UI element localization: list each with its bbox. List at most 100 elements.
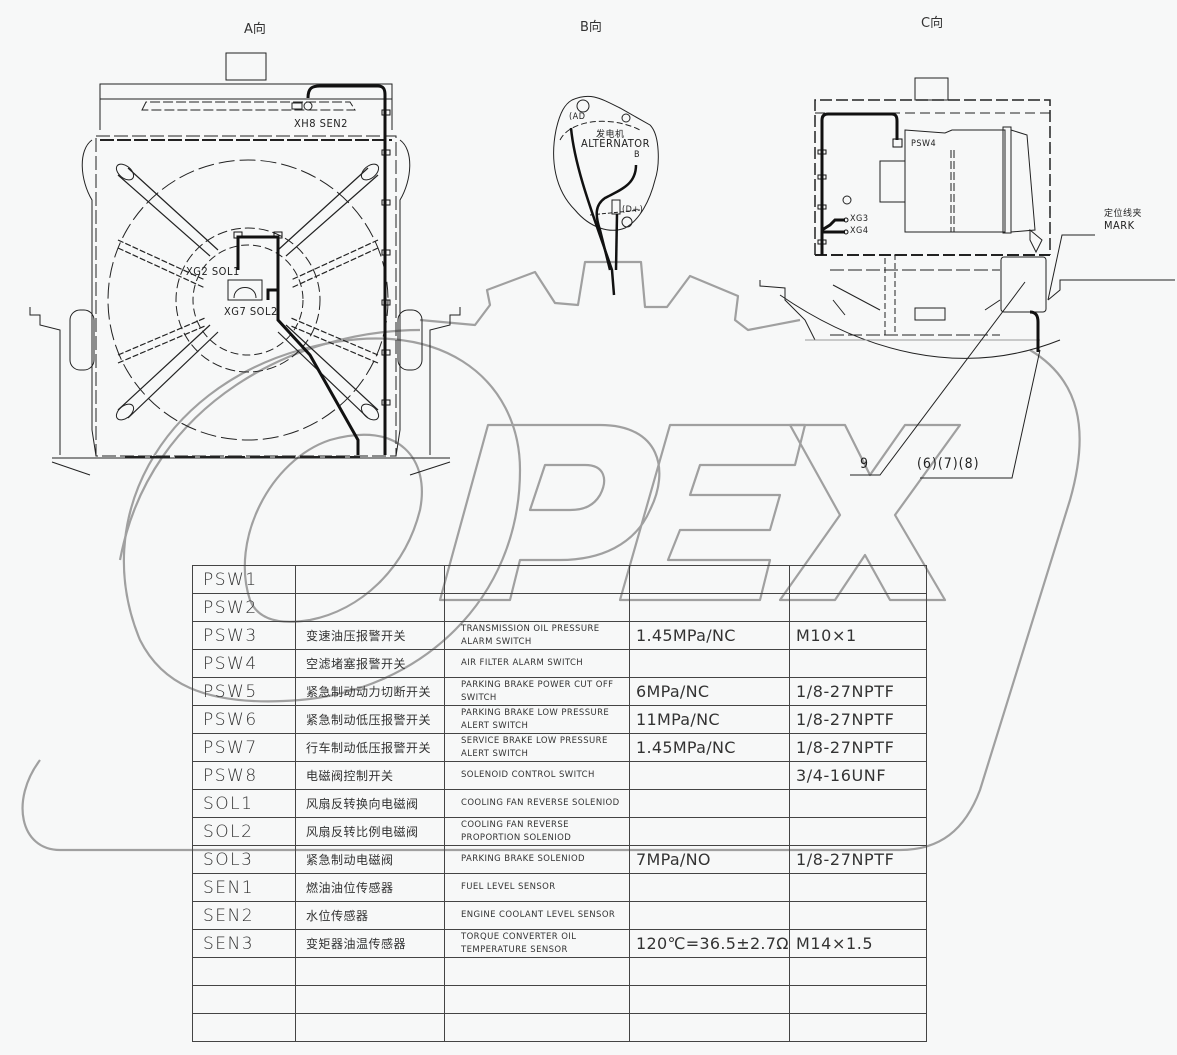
component-name-en: PARKING BRAKE LOW PRESSURE ALERT SWITCH xyxy=(444,705,630,734)
component-name-en: ENGINE COOLANT LEVEL SENSOR xyxy=(444,901,630,930)
table-row: PSW7 行车制动低压报警开关 SERVICE BRAKE LOW PRESSU… xyxy=(192,733,927,762)
label-xg3: XG3 xyxy=(850,214,869,224)
component-name-en: TORQUE CONVERTER OIL TEMPERATURE SENSOR xyxy=(444,929,630,958)
component-thread xyxy=(789,817,927,846)
component-name-cn: 紧急制动动力切断开关 xyxy=(295,677,445,706)
component-setting xyxy=(629,649,790,678)
component-thread: 1/8-27NPTF xyxy=(789,845,927,874)
component-thread: M14×1.5 xyxy=(789,929,927,958)
component-setting: 6MPa/NC xyxy=(629,677,790,706)
table-row: SOL2 风扇反转比例电磁阀 COOLING FAN REVERSE PROPO… xyxy=(192,817,927,846)
component-spec-table: PSW1 PSW2 PSW3 变速油压报警开关 TRANSMISSION OIL… xyxy=(192,565,927,1042)
component-code: SOL3 xyxy=(192,845,296,874)
component-name-en xyxy=(444,985,630,1014)
component-name-cn xyxy=(295,985,445,1014)
table-row: PSW3 变速油压报警开关 TRANSMISSION OIL PRESSURE … xyxy=(192,621,927,650)
component-code: PSW5 xyxy=(192,677,296,706)
component-setting xyxy=(629,985,790,1014)
table-row: PSW8 电磁阀控制开关 SOLENOID CONTROL SWITCH 3/4… xyxy=(192,761,927,790)
component-code: PSW4 xyxy=(192,649,296,678)
component-code: PSW3 xyxy=(192,621,296,650)
component-setting: 1.45MPa/NC xyxy=(629,621,790,650)
view-a-title: A向 xyxy=(244,22,266,37)
component-name-en: COOLING FAN REVERSE PROPORTION SOLENIOD xyxy=(444,817,630,846)
component-setting xyxy=(629,1013,790,1042)
component-name-cn: 风扇反转比例电磁阀 xyxy=(295,817,445,846)
component-thread: 3/4-16UNF xyxy=(789,761,927,790)
component-code: SOL2 xyxy=(192,817,296,846)
table-row: PSW4 空滤堵塞报警开关 AIR FILTER ALARM SWITCH xyxy=(192,649,927,678)
component-thread: 1/8-27NPTF xyxy=(789,705,927,734)
table-row: PSW1 xyxy=(192,565,927,594)
table-row: SOL3 紧急制动电磁阀 PARKING BRAKE SOLENIOD 7MPa… xyxy=(192,845,927,874)
label-ad-terminal: (AD xyxy=(569,112,586,122)
table-row: SEN1 燃油油位传感器 FUEL LEVEL SENSOR xyxy=(192,873,927,902)
component-setting xyxy=(629,901,790,930)
label-xg4: XG4 xyxy=(850,226,869,236)
component-thread xyxy=(789,873,927,902)
component-code: PSW8 xyxy=(192,761,296,790)
table-row xyxy=(192,1013,927,1042)
component-name-en xyxy=(444,957,630,986)
component-name-cn xyxy=(295,565,445,594)
component-thread xyxy=(789,957,927,986)
component-name-cn: 电磁阀控制开关 xyxy=(295,761,445,790)
component-thread xyxy=(789,565,927,594)
component-thread: M10×1 xyxy=(789,621,927,650)
component-setting xyxy=(629,593,790,622)
component-name-en xyxy=(444,593,630,622)
component-thread xyxy=(789,985,927,1014)
component-setting xyxy=(629,817,790,846)
component-name-cn xyxy=(295,1013,445,1042)
component-setting xyxy=(629,873,790,902)
label-mark-cn: 定位线夹 xyxy=(1104,209,1143,219)
table-row: SEN3 变矩器油温传感器 TORQUE CONVERTER OIL TEMPE… xyxy=(192,929,927,958)
component-name-cn xyxy=(295,957,445,986)
label-psw4: PSW4 xyxy=(911,139,937,149)
component-name-en xyxy=(444,1013,630,1042)
label-d-terminal: (D+) xyxy=(622,205,644,215)
component-setting xyxy=(629,565,790,594)
component-setting xyxy=(629,789,790,818)
component-name-cn: 变矩器油温传感器 xyxy=(295,929,445,958)
table-row: SOL1 风扇反转换向电磁阀 COOLING FAN REVERSE SOLEN… xyxy=(192,789,927,818)
label-xg2-sol1: XG2 SOL1 xyxy=(186,265,240,278)
component-thread: 1/8-27NPTF xyxy=(789,677,927,706)
component-name-cn: 风扇反转换向电磁阀 xyxy=(295,789,445,818)
component-name-en: COOLING FAN REVERSE SOLENIOD xyxy=(444,789,630,818)
label-b-terminal: B xyxy=(634,150,641,160)
component-setting: 120℃=36.5±2.7Ω xyxy=(629,929,790,958)
item-numbers-6-7-8: (6)(7)(8) xyxy=(917,456,980,472)
component-name-en: PARKING BRAKE SOLENIOD xyxy=(444,845,630,874)
table-row xyxy=(192,957,927,986)
table-row: PSW5 紧急制动动力切断开关 PARKING BRAKE POWER CUT … xyxy=(192,677,927,706)
component-name-en: SERVICE BRAKE LOW PRESSURE ALERT SWITCH xyxy=(444,733,630,762)
table-row: SEN2 水位传感器 ENGINE COOLANT LEVEL SENSOR xyxy=(192,901,927,930)
component-code xyxy=(192,1013,296,1042)
component-setting xyxy=(629,761,790,790)
component-setting: 7MPa/NO xyxy=(629,845,790,874)
component-code: SEN3 xyxy=(192,929,296,958)
component-code: PSW6 xyxy=(192,705,296,734)
component-thread xyxy=(789,1013,927,1042)
label-mark: MARK xyxy=(1104,219,1135,232)
component-thread xyxy=(789,649,927,678)
view-b-title: B向 xyxy=(580,20,602,35)
component-name-en xyxy=(444,565,630,594)
component-name-cn: 紧急制动电磁阀 xyxy=(295,845,445,874)
label-alternator-cn: 发电机 xyxy=(596,130,625,140)
component-name-cn: 紧急制动低压报警开关 xyxy=(295,705,445,734)
item-number-9: 9 xyxy=(860,456,870,472)
component-name-cn: 水位传感器 xyxy=(295,901,445,930)
component-name-en: TRANSMISSION OIL PRESSURE ALARM SWITCH xyxy=(444,621,630,650)
component-code xyxy=(192,985,296,1014)
component-code: SEN1 xyxy=(192,873,296,902)
component-code: PSW7 xyxy=(192,733,296,762)
component-name-cn: 行车制动低压报警开关 xyxy=(295,733,445,762)
component-name-en: SOLENOID CONTROL SWITCH xyxy=(444,761,630,790)
component-setting: 11MPa/NC xyxy=(629,705,790,734)
component-code: PSW1 xyxy=(192,565,296,594)
